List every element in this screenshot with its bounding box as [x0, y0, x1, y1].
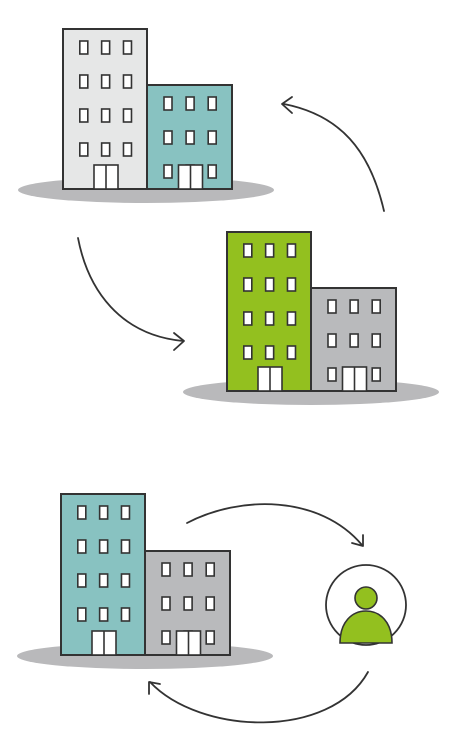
window — [120, 505, 131, 520]
window — [98, 505, 109, 520]
window — [185, 96, 195, 111]
arrow-shaft — [186, 503, 363, 546]
arrow-person-to-bottom — [148, 671, 369, 724]
top-left-complex — [18, 28, 274, 203]
window — [205, 596, 215, 611]
window — [120, 539, 131, 554]
window — [243, 277, 253, 292]
window — [286, 345, 297, 360]
window — [264, 243, 275, 258]
window — [122, 74, 133, 89]
window — [205, 630, 215, 645]
window — [371, 367, 382, 382]
arrow-shaft — [283, 103, 385, 212]
window — [98, 607, 109, 622]
window — [100, 40, 111, 55]
arrow-head — [148, 681, 161, 695]
window — [264, 311, 275, 326]
window — [163, 130, 173, 145]
window — [371, 333, 382, 348]
person-body — [339, 610, 393, 644]
window — [100, 74, 111, 89]
arrow-shaft — [149, 671, 369, 724]
window — [264, 277, 275, 292]
window — [77, 539, 87, 554]
window — [286, 311, 297, 326]
arrow-middle-to-top — [281, 96, 385, 212]
window — [207, 130, 217, 145]
window — [349, 333, 359, 348]
short-building — [144, 550, 231, 656]
window — [100, 108, 111, 123]
window — [371, 299, 382, 314]
window — [120, 573, 131, 588]
window — [100, 142, 111, 157]
tall-building — [62, 28, 148, 190]
window — [79, 74, 89, 89]
arrow-shaft — [77, 237, 184, 342]
window — [183, 562, 193, 577]
window — [327, 367, 337, 382]
tall-building — [60, 493, 146, 656]
window — [122, 108, 133, 123]
window — [161, 630, 171, 645]
tall-building — [226, 231, 312, 392]
window — [205, 562, 215, 577]
window — [77, 505, 87, 520]
window — [161, 562, 171, 577]
window — [163, 96, 173, 111]
window — [327, 299, 337, 314]
window — [161, 596, 171, 611]
window — [243, 243, 253, 258]
arrow-head — [281, 96, 293, 114]
window — [122, 40, 133, 55]
window — [163, 164, 173, 179]
arrow-head — [173, 332, 185, 351]
window — [120, 607, 131, 622]
middle-right-complex — [183, 231, 439, 405]
window — [207, 96, 217, 111]
window — [327, 333, 337, 348]
window — [77, 607, 87, 622]
window — [349, 299, 359, 314]
window — [77, 573, 87, 588]
window — [98, 539, 109, 554]
arrow-top-to-middle — [77, 237, 185, 351]
window — [243, 345, 253, 360]
window — [286, 277, 297, 292]
short-building — [310, 287, 397, 392]
window — [122, 142, 133, 157]
window — [264, 345, 275, 360]
window — [79, 40, 89, 55]
window — [79, 142, 89, 157]
window — [243, 311, 253, 326]
window — [183, 596, 193, 611]
window — [286, 243, 297, 258]
bottom-left-complex — [17, 493, 273, 669]
window — [79, 108, 89, 123]
arrow-head — [351, 534, 364, 547]
person-icon — [325, 564, 407, 646]
window — [207, 164, 217, 179]
window — [98, 573, 109, 588]
arrow-bottom-to-person — [186, 503, 364, 547]
short-building — [146, 84, 233, 190]
person-head — [354, 586, 378, 610]
window — [185, 130, 195, 145]
